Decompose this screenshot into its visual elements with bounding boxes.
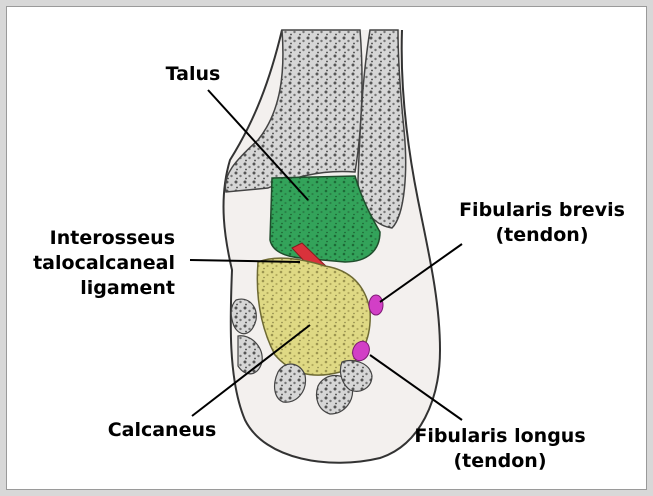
- label-fibularis-longus-line-2: (tendon): [453, 450, 547, 472]
- lower-bone-1: [273, 363, 307, 403]
- label-fibularis-brevis: Fibularis brevis (tendon): [452, 198, 632, 248]
- fibula-bone: [357, 29, 407, 229]
- label-fibularis-brevis-line-1: Fibularis brevis: [459, 199, 625, 221]
- label-calcaneus: Calcaneus: [107, 419, 217, 441]
- label-fibularis-longus-line-1: Fibularis longus: [414, 425, 586, 447]
- label-fibularis-brevis-line-2: (tendon): [495, 224, 589, 246]
- tibia-bone: [224, 29, 363, 193]
- lower-bone-3: [339, 359, 373, 392]
- talus-leader-line: [207, 89, 309, 201]
- fibularis-longus-tendon: [352, 340, 370, 362]
- fibularis-longus-leader-line: [369, 354, 463, 421]
- label-fibularis-longus: Fibularis longus (tendon): [405, 424, 595, 474]
- lower-bone-2: [315, 374, 354, 415]
- fibularis-brevis-leader-line: [379, 243, 463, 303]
- label-interosseus-line-3: ligament: [80, 277, 175, 299]
- label-talus: Talus: [165, 63, 221, 85]
- talus-bone: [269, 175, 381, 263]
- label-interosseus: Interosseus talocalcaneal ligament: [20, 226, 175, 301]
- interosseus-leader-line: [189, 259, 301, 263]
- label-interosseus-line-2: talocalcaneal: [33, 252, 175, 274]
- calcaneus-leader-line: [191, 324, 311, 417]
- label-interosseus-line-1: Interosseus: [49, 227, 175, 249]
- left-bone-cluster: [230, 298, 257, 335]
- fibularis-brevis-tendon: [368, 294, 384, 316]
